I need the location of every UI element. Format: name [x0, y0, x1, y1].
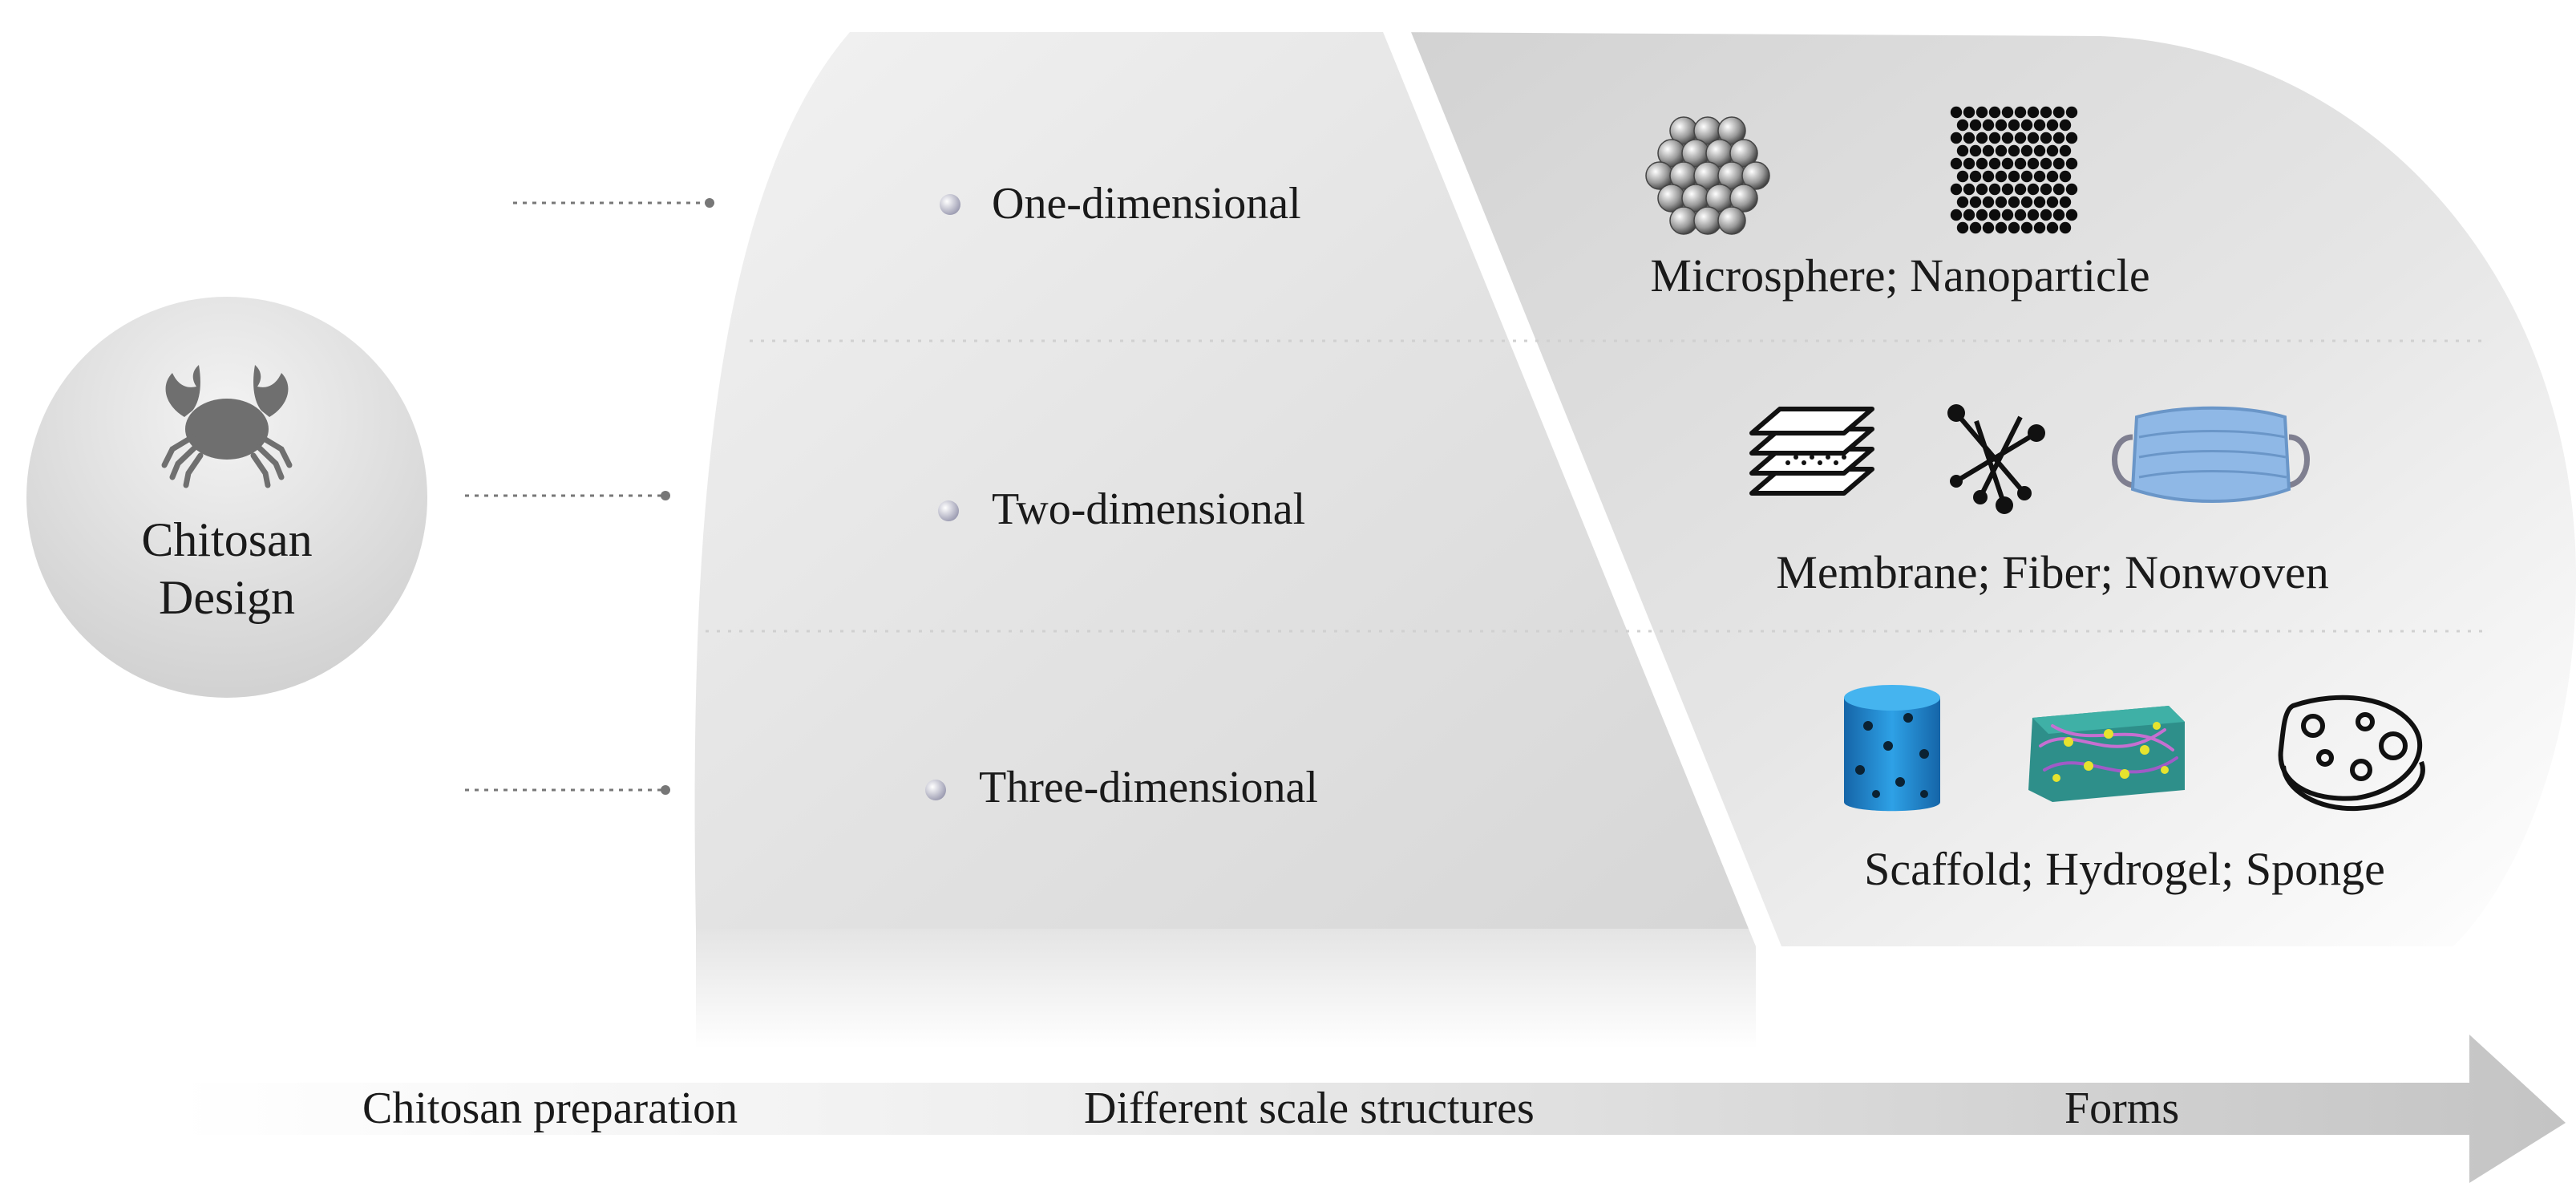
level-label-1d: One-dimensional	[992, 179, 1301, 229]
forms-label-3d: Scaffold; Hydrogel; Sponge	[1864, 843, 2385, 895]
scaffold-icon	[1844, 685, 1940, 812]
connector-2d	[465, 491, 670, 500]
sponge-icon	[2278, 695, 2425, 812]
face-mask-icon	[2112, 406, 2310, 503]
forms-label-1d: Microsphere; Nanoparticle	[1650, 249, 2150, 302]
stage-forms: Forms	[2064, 1084, 2180, 1133]
bullet-1d	[940, 194, 960, 215]
structures-panel	[694, 32, 1756, 929]
process-arrow	[176, 1035, 2566, 1183]
level-label-2d: Two-dimensional	[992, 484, 1306, 534]
center-title: Chitosan Design	[107, 511, 347, 626]
hydrogel-icon	[2028, 706, 2185, 802]
stage-different-scale-structures: Different scale structures	[1084, 1084, 1535, 1133]
level-label-3d: Three-dimensional	[979, 763, 1318, 812]
connector-1d	[513, 198, 714, 208]
fiber-icon	[1947, 404, 2045, 514]
panel-reflection	[696, 929, 1756, 1049]
stage-chitosan-preparation: Chitosan preparation	[362, 1084, 738, 1133]
microsphere-icon	[1645, 116, 1770, 235]
center-title-line2: Design	[159, 571, 295, 624]
nanoparticle-icon	[1950, 106, 2078, 234]
crab-icon	[161, 365, 293, 488]
bullet-2d	[938, 500, 959, 521]
center-title-line1: Chitosan	[141, 513, 313, 566]
forms-label-2d: Membrane; Fiber; Nonwoven	[1776, 546, 2329, 598]
connector-3d	[465, 785, 670, 795]
membrane-icon	[1749, 407, 1874, 496]
chitosan-circle	[26, 297, 427, 698]
bullet-3d	[925, 780, 946, 800]
panel-separator	[1383, 32, 1781, 946]
